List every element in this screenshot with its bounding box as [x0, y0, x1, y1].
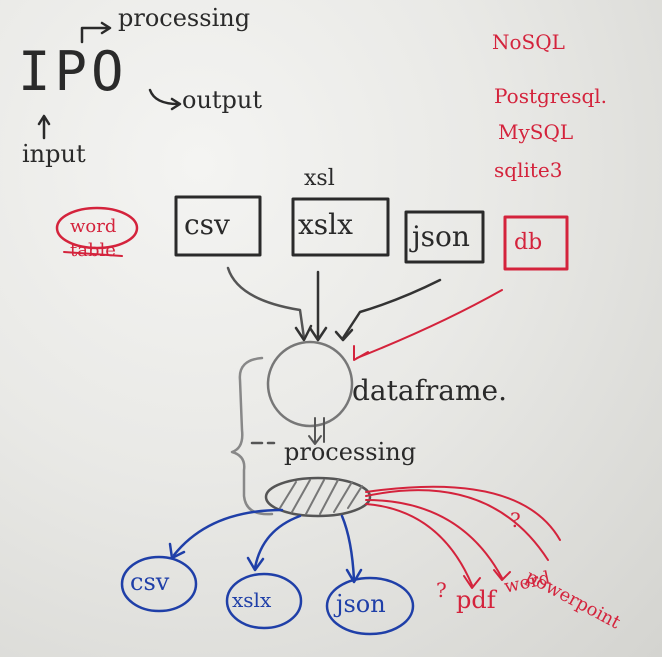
arrowheads-center	[294, 324, 354, 342]
output-xslx-label: xslx	[232, 588, 272, 612]
input-db-label: db	[514, 230, 543, 255]
dataframe-circle	[266, 340, 354, 428]
blue-arrow-json	[340, 514, 356, 582]
ipo-title: IPO	[18, 40, 128, 103]
ipo-processing-label: processing	[118, 4, 251, 32]
red-arrow-extra	[365, 485, 561, 541]
blue-arrow-csv	[172, 508, 284, 557]
csv-box	[174, 195, 262, 257]
db-item-mysql: MySQL	[498, 120, 574, 144]
xslx-box	[291, 197, 390, 257]
red-arrow-ppt	[365, 489, 549, 561]
question-mark-pdf: ?	[436, 578, 447, 602]
input-csv-label: csv	[184, 208, 230, 241]
output-json-label: json	[336, 590, 386, 618]
process-brace	[230, 356, 274, 516]
arrowhead-input	[37, 114, 51, 126]
db-item-postgresql: Postgresql.	[494, 84, 608, 108]
output-csv-label: csv	[130, 568, 170, 596]
table-label: table	[70, 240, 116, 261]
processing-label: processing	[284, 438, 417, 466]
red-arrow-word	[365, 499, 503, 579]
blue-arrowhead-xslx	[246, 556, 265, 572]
ipo-output-label: output	[182, 86, 263, 114]
arrow-to-output	[148, 88, 180, 106]
hatching	[279, 479, 363, 515]
db-box	[503, 215, 569, 271]
ipo-input-label: input	[22, 140, 86, 168]
xsl-label: xsl	[304, 166, 335, 191]
db-item-sqlite: sqlite3	[494, 158, 563, 182]
blue-arrow-xslx	[253, 514, 302, 570]
arrowhead-output	[170, 97, 182, 111]
red-arrowheads	[463, 569, 511, 589]
red-arrow-pdf	[365, 503, 473, 586]
db-item-nosql: NoSQL	[492, 30, 565, 54]
blue-arrowhead-json	[345, 568, 363, 584]
xslx-out-circle	[225, 572, 303, 630]
dataframe-label: dataframe.	[352, 374, 508, 407]
db-arrow	[356, 289, 503, 359]
input-xslx-label: xslx	[298, 208, 353, 241]
word-label: word	[70, 216, 117, 237]
question-mark-top: ?	[510, 508, 521, 532]
db-arrowhead	[353, 345, 369, 361]
json-out-circle	[325, 576, 415, 636]
csv-out-circle	[120, 555, 198, 613]
output-pdf-label: pdf	[456, 586, 496, 614]
arrow-to-processing	[80, 26, 110, 44]
csv-arrow	[226, 266, 306, 340]
arrowhead-processing	[100, 21, 112, 35]
json-arrow	[341, 278, 442, 340]
json-box	[404, 210, 485, 264]
down-arrows	[308, 417, 325, 445]
table-underline	[63, 251, 123, 257]
processed-data	[264, 476, 372, 518]
input-json-label: json	[412, 220, 470, 253]
word-circle	[55, 206, 139, 250]
